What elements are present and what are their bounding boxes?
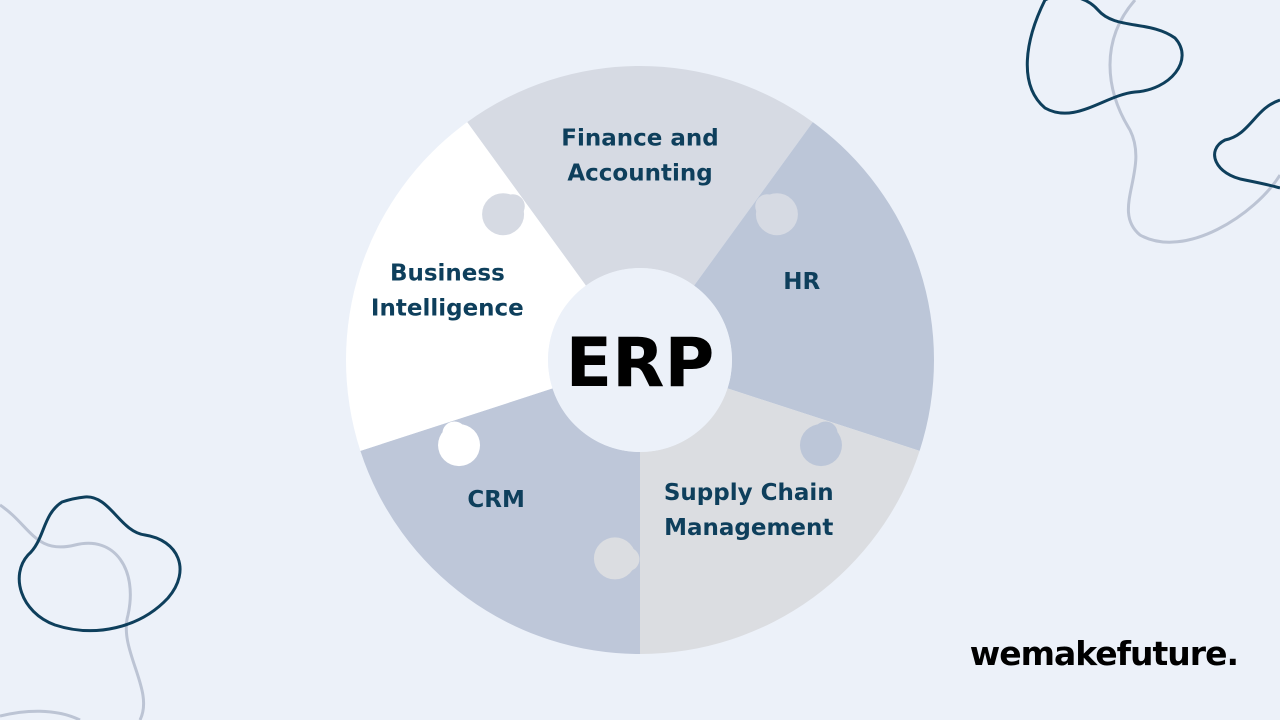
- segment-label-line: Business: [390, 260, 505, 286]
- segment-label-hr: HR: [783, 269, 820, 295]
- blob-top-right-dark: [1025, 0, 1184, 115]
- segment-label-line: Supply Chain: [664, 480, 834, 506]
- blob-bottom-left-light: [0, 503, 146, 720]
- puzzle-neck-finance-1: [755, 194, 780, 219]
- blob-bottom-edge-light: [0, 709, 81, 720]
- segment-label-line: Accounting: [567, 161, 712, 187]
- segment-label-line: Finance and: [561, 126, 718, 152]
- puzzle-neck-bi-4: [442, 421, 467, 446]
- segment-crm: [360, 388, 640, 654]
- center-label: ERP: [566, 324, 715, 403]
- center-hub: [548, 268, 732, 452]
- segment-label-line: HR: [783, 269, 820, 295]
- segment-label-line: Intelligence: [371, 295, 524, 321]
- segment-label-line: Management: [664, 515, 833, 541]
- puzzle-neck-hr-2: [813, 421, 838, 446]
- segment-label-line: CRM: [467, 487, 524, 513]
- puzzle-neck-supply-3: [615, 547, 640, 572]
- blob-top-right-light: [1108, 0, 1280, 244]
- puzzle-neck-finance-0: [500, 194, 525, 219]
- blob-bottom-left-dark: [17, 495, 182, 632]
- blob-right-edge-dark: [1213, 98, 1280, 190]
- brand-logo: wemakefuture.: [969, 634, 1239, 673]
- segment-finance: [467, 66, 813, 286]
- segment-hr: [694, 122, 934, 451]
- segment-label-crm: CRM: [467, 487, 524, 513]
- segment-bi: [346, 122, 586, 451]
- segment-supply: [640, 388, 920, 654]
